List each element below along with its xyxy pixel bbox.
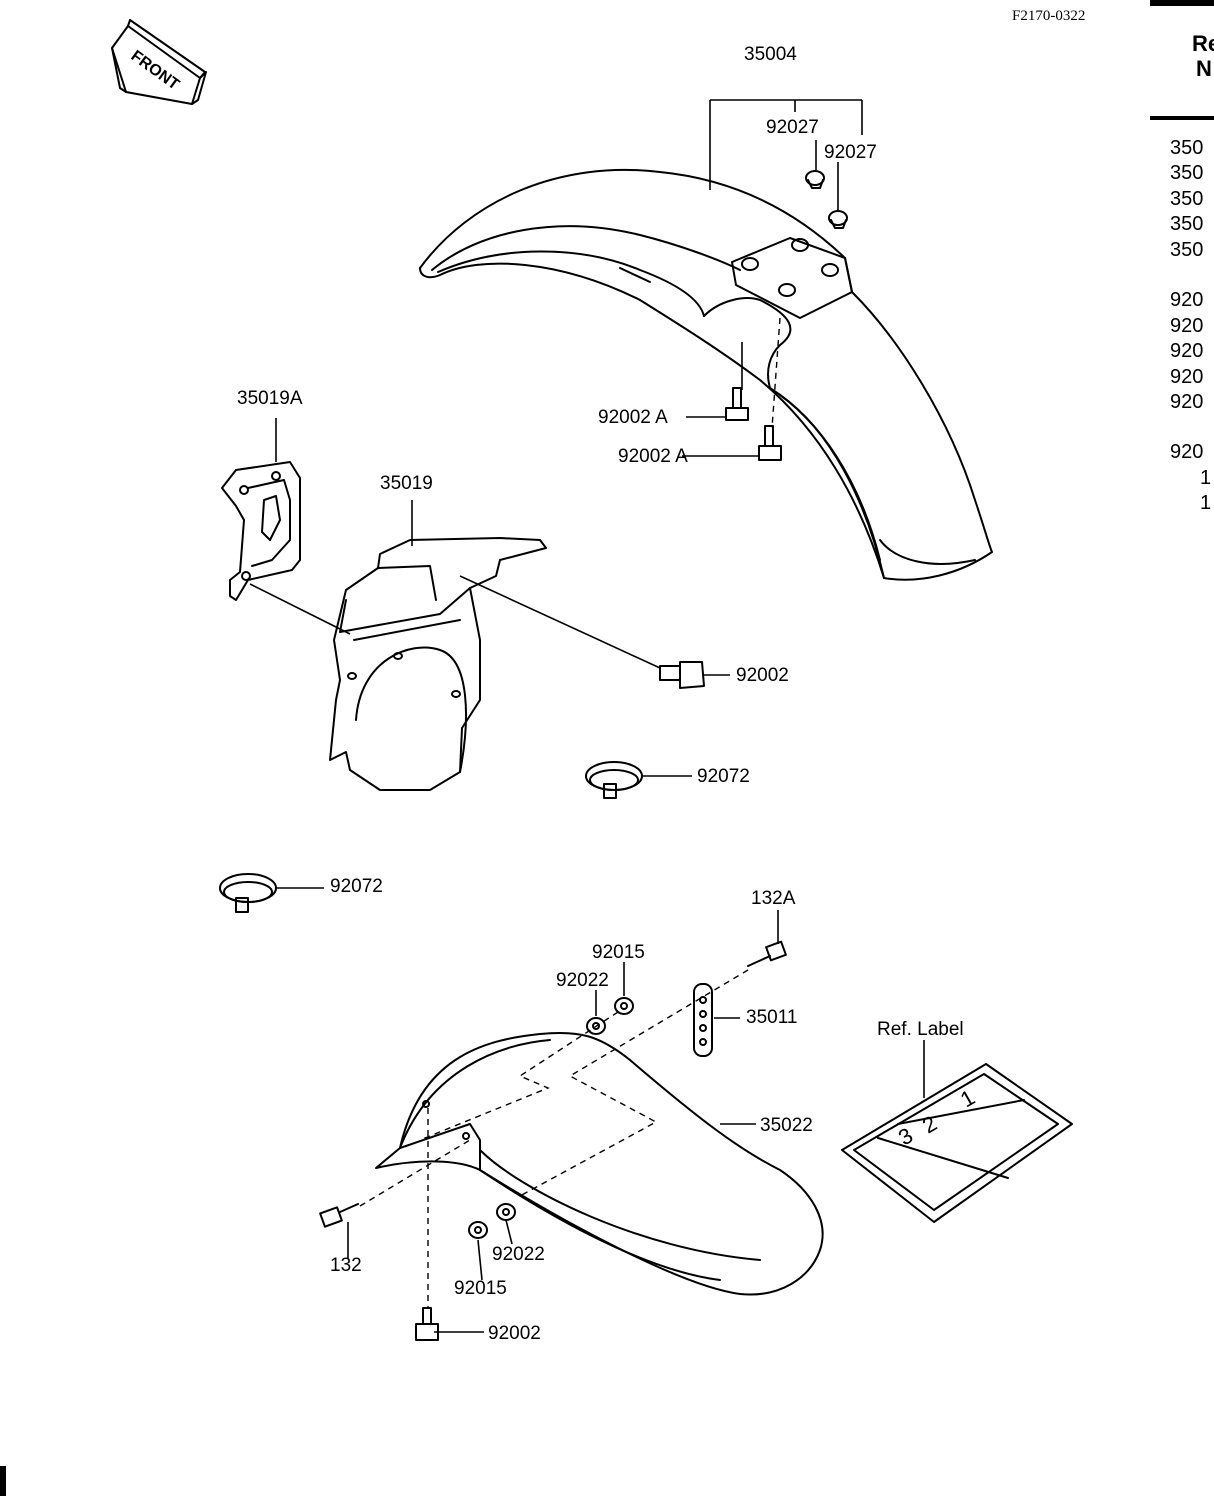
clamp-92072-icon: [585, 761, 643, 799]
callout-92072: 92072: [330, 876, 383, 897]
ref-number: 350: [1170, 213, 1204, 235]
callout-92022: 92022: [556, 970, 609, 991]
callout-92002a: 92002 A: [598, 407, 668, 428]
plate-35011-icon: [693, 983, 713, 1057]
ref-number: 1: [1200, 467, 1212, 489]
bolt-92002a-icon: [725, 387, 749, 421]
clamp-92072-icon: [219, 873, 277, 913]
front-arrow-icon: [111, 19, 207, 105]
bolt-132-icon: [319, 1203, 359, 1228]
callout-ref-label: Ref. Label: [877, 1019, 964, 1040]
front-fender-35004: [419, 168, 993, 581]
ref-number: 350: [1170, 162, 1204, 184]
callout-92072: 92072: [697, 766, 750, 787]
callout-92027: 92027: [824, 142, 877, 163]
ref-number: 920: [1170, 441, 1204, 463]
callout-35019: 35019: [380, 473, 433, 494]
rear-fender-35022: [375, 1031, 824, 1296]
callout-35011: 35011: [746, 1007, 798, 1028]
column-header-no: N: [1196, 56, 1212, 81]
ref-number: 1: [1200, 492, 1212, 514]
callout-92022: 92022: [492, 1244, 545, 1265]
callout-92002: 92002: [488, 1323, 541, 1344]
bracket-35019a: [221, 461, 301, 601]
ref-number: 920: [1170, 340, 1204, 362]
bolt-92002a-icon: [758, 425, 782, 461]
ref-number: 920: [1170, 391, 1204, 413]
nut-92015-icon: [614, 997, 634, 1015]
callout-35022: 35022: [760, 1115, 813, 1136]
ref-number: 920: [1170, 366, 1204, 388]
callout-35019a: 35019A: [237, 388, 303, 409]
callout-92027: 92027: [766, 117, 819, 138]
washer-92022-icon: [586, 1017, 606, 1035]
reference-label-sticker: [841, 1063, 1073, 1223]
bolt-92027-icon: [828, 210, 848, 229]
callout-132a: 132A: [751, 888, 796, 909]
washer-92022-icon: [496, 1203, 516, 1221]
ref-number: 920: [1170, 315, 1204, 337]
ref-number: 920: [1170, 289, 1204, 311]
ref-number: 350: [1170, 188, 1204, 210]
bolt-92002-icon: [659, 661, 705, 689]
bolt-132a-icon: [747, 940, 787, 967]
callout-92015: 92015: [592, 942, 645, 963]
inner-guard-35019: [329, 537, 547, 791]
callout-132: 132: [330, 1255, 362, 1276]
figure-code: F2170-0322: [1012, 8, 1086, 24]
ref-number: 350: [1170, 137, 1204, 159]
callout-35004: 35004: [744, 44, 797, 65]
ref-number: 350: [1170, 239, 1204, 261]
nut-92015-icon: [468, 1221, 488, 1239]
column-header-ref: Re: [1192, 31, 1214, 56]
bolt-92027-icon: [805, 170, 825, 189]
callout-92002: 92002: [736, 665, 789, 686]
callout-92002a: 92002 A: [618, 446, 688, 467]
callout-92015: 92015: [454, 1278, 507, 1299]
bolt-92002-icon: [415, 1307, 439, 1341]
